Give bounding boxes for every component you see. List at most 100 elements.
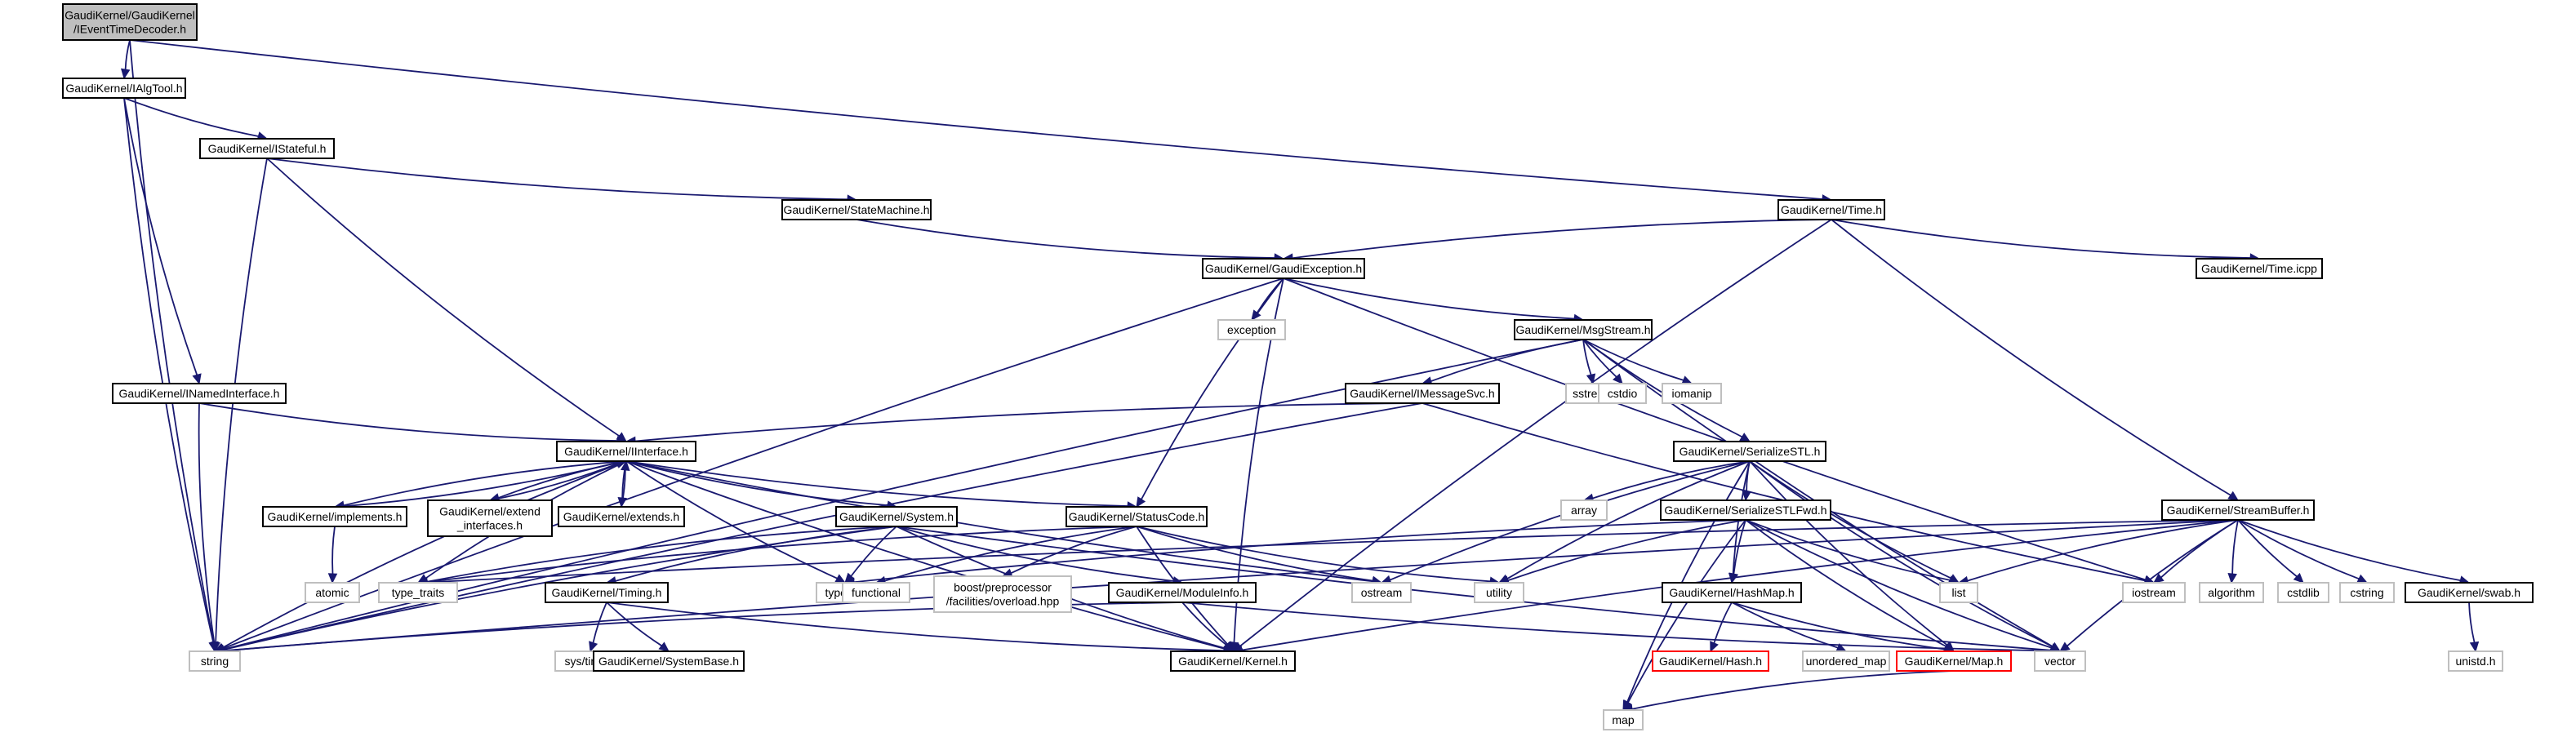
edge-serializestl-to-ostream (1380, 460, 1751, 584)
node-label: /facilities/overload.hpp (946, 595, 1060, 608)
node-iomanip: iomanip (1662, 383, 1722, 404)
node-label: GaudiKernel/INamedInterface.h (119, 387, 280, 400)
node-moduleinfo[interactable]: GaudiKernel/ModuleInfo.h (1108, 582, 1257, 603)
node-system[interactable]: GaudiKernel/System.h (835, 506, 958, 527)
edge-statuscode-to-utility (1136, 526, 1501, 586)
node-imessagesvc[interactable]: GaudiKernel/IMessageSvc.h (1345, 383, 1500, 404)
node-implements[interactable]: GaudiKernel/implements.h (262, 506, 407, 527)
edge-line (850, 526, 897, 577)
node-iinterface[interactable]: GaudiKernel/IInterface.h (556, 441, 696, 462)
edge-ialgtool-to-string (123, 97, 218, 653)
node-extends[interactable]: GaudiKernel/extends.h (558, 506, 685, 527)
edge-inamedinterface-to-iinterface (198, 402, 628, 446)
node-map[interactable]: GaudiKernel/Map.h (1896, 650, 2012, 672)
node-hash[interactable]: GaudiKernel/Hash.h (1652, 650, 1769, 672)
edge-streambuffer-to-algorithm (2227, 519, 2239, 584)
node-ialgtool[interactable]: GaudiKernel/IAlgTool.h (62, 78, 186, 99)
edge-timing-to-systime (589, 602, 607, 653)
node-box (1673, 441, 1826, 462)
node-label: GaudiKernel/StreamBuffer.h (2167, 504, 2310, 517)
arrow-head (2153, 573, 2164, 584)
edge-line (1283, 277, 2146, 581)
node-time[interactable]: GaudiKernel/Time.h (1777, 199, 1885, 220)
node-label: boost/preprocessor (954, 581, 1052, 594)
edge-line (1749, 460, 1948, 646)
edge-line (2468, 602, 2476, 643)
node-root[interactable]: GaudiKernel/GaudiKernel/IEventTimeDecode… (62, 3, 198, 41)
node-box (2199, 582, 2264, 603)
edge-line (625, 460, 1373, 583)
node-label: GaudiKernel/Hash.h (1659, 655, 1762, 668)
arrow-head (1742, 490, 1751, 502)
edges-layer (120, 39, 2480, 714)
node-label: GaudiKernel/GaudiKernel (65, 9, 195, 22)
node-typetraits: type_traits (378, 582, 458, 603)
edge-gaudiexception-to-statuscode (1136, 277, 1284, 508)
node-serializestlfwd[interactable]: GaudiKernel/SerializeSTLFwd.h (1660, 499, 1831, 521)
edge-map-to-stdmap (1622, 670, 1955, 714)
edge-swab-to-unistd (2468, 602, 2480, 653)
node-hashmap[interactable]: GaudiKernel/HashMap.h (1662, 582, 1802, 603)
edge-hashmap-to-hash (1710, 602, 1733, 653)
node-box (2277, 582, 2329, 603)
node-label: GaudiKernel/StatusCode.h (1069, 510, 1205, 523)
edge-msgstream-to-vector (1582, 339, 2062, 652)
node-box (2405, 582, 2534, 603)
node-istateful[interactable]: GaudiKernel/IStateful.h (199, 138, 335, 159)
arrow-head (2059, 642, 2071, 652)
arrow-head (1739, 433, 1751, 442)
arrow-head (1710, 641, 1719, 653)
edge-line (1582, 339, 1617, 378)
node-label: GaudiKernel/IInterface.h (564, 445, 688, 458)
edge-line (2237, 519, 2360, 580)
node-timeicpp[interactable]: GaudiKernel/Time.icpp (2196, 258, 2323, 279)
node-label: functional (852, 586, 901, 599)
node-swab[interactable]: GaudiKernel/swab.h (2405, 582, 2534, 603)
node-serializestl[interactable]: GaudiKernel/SerializeSTL.h (1673, 441, 1826, 462)
node-inamedinterface[interactable]: GaudiKernel/INamedInterface.h (112, 383, 287, 404)
edge-time-to-timeicpp (1831, 219, 2261, 263)
edge-line (198, 402, 216, 643)
node-label: cstdlib (2287, 586, 2320, 599)
node-label: utility (1486, 586, 1512, 599)
node-box (262, 506, 407, 527)
node-label: GaudiKernel/MsgStream.h (1516, 323, 1651, 336)
node-box (427, 499, 553, 537)
node-streambuffer[interactable]: GaudiKernel/StreamBuffer.h (2161, 499, 2315, 521)
node-box (1662, 383, 1722, 404)
node-kernel[interactable]: GaudiKernel/Kernel.h (1170, 650, 1296, 672)
node-label: GaudiKernel/SerializeSTLFwd.h (1664, 504, 1826, 517)
node-extendinterfaces[interactable]: GaudiKernel/extend_interfaces.h (427, 499, 553, 537)
node-gaudiexception[interactable]: GaudiKernel/GaudiException.h (1202, 258, 1365, 279)
node-label: unordered_map (1806, 655, 1887, 668)
node-label: _interfaces.h (456, 519, 523, 532)
node-utility: utility (1474, 582, 1524, 603)
edge-time-to-gaudiexception (1282, 219, 1832, 263)
node-ostream: ostream (1351, 582, 1412, 603)
node-systembase[interactable]: GaudiKernel/SystemBase.h (593, 650, 745, 672)
edge-line (1507, 519, 1746, 582)
node-box (781, 199, 932, 220)
node-string: string (189, 650, 241, 672)
edge-line (2067, 519, 2239, 647)
node-box (2339, 582, 2395, 603)
node-timing[interactable]: GaudiKernel/Timing.h (545, 582, 669, 603)
node-msgstream[interactable]: GaudiKernel/MsgStream.h (1514, 319, 1653, 340)
node-label: GaudiKernel/HashMap.h (1669, 586, 1794, 599)
edge-inamedinterface-to-string (198, 402, 220, 653)
node-box (2448, 650, 2503, 672)
node-label: GaudiKernel/Map.h (1905, 655, 2004, 668)
edge-line (331, 526, 336, 575)
edge-gaudiexception-to-iostream (1283, 277, 2156, 584)
node-box (2196, 258, 2323, 279)
edge-line (2237, 519, 2461, 581)
edge-line (1421, 402, 2146, 582)
node-statuscode[interactable]: GaudiKernel/StatusCode.h (1066, 506, 1208, 527)
arrow-head (1136, 496, 1146, 508)
edge-system-to-typeinfo (844, 526, 897, 584)
edge-istateful-to-string (211, 158, 268, 653)
edge-line (1582, 339, 2053, 647)
node-statemachine[interactable]: GaudiKernel/StateMachine.h (781, 199, 932, 220)
node-cstdlib: cstdlib (2277, 582, 2329, 603)
edge-line (129, 39, 1823, 200)
